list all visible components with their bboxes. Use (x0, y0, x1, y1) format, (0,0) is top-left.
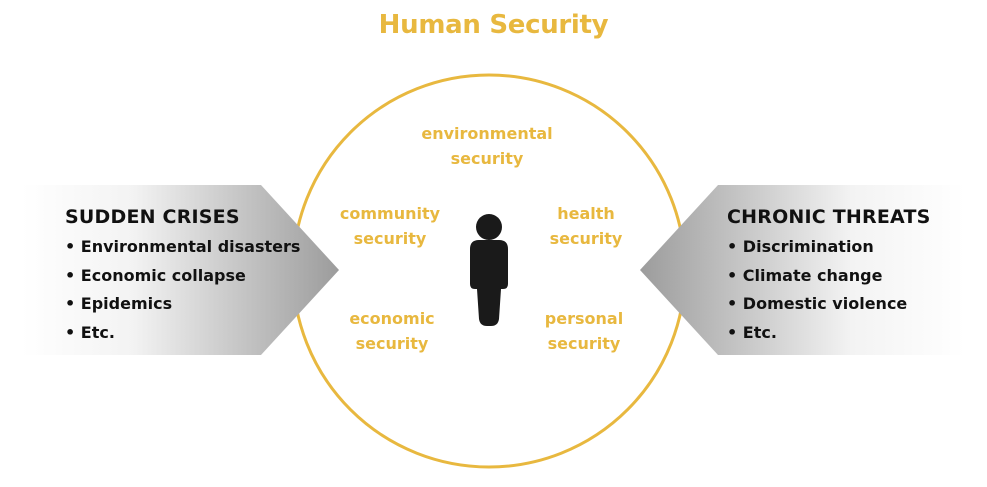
person-icon (470, 214, 508, 326)
community-security-label: community security (305, 201, 475, 251)
dimension-line-1: personal (544, 309, 624, 328)
dimension-line-1: environmental (421, 124, 553, 143)
list-item: Environmental disasters (65, 233, 301, 262)
sudden-crises-list: Environmental disasters Economic collaps… (65, 233, 301, 348)
list-item: Etc. (727, 319, 931, 348)
dimension-line-1: economic (349, 309, 435, 328)
list-item: Discrimination (727, 233, 931, 262)
sudden-crises-panel: SUDDEN CRISES Environmental disasters Ec… (65, 206, 300, 347)
list-item: Epidemics (65, 290, 300, 319)
dimension-line-2: security (355, 334, 429, 353)
dimension-line-2: security (450, 149, 524, 168)
chronic-threats-panel: CHRONIC THREATS Discrimination Climate c… (727, 206, 931, 347)
dimension-line-2: security (547, 334, 621, 353)
dimension-line-2: security (353, 229, 427, 248)
list-item: Domestic violence (727, 290, 931, 319)
list-item: Climate change (727, 262, 931, 291)
personal-security-label: personal security (499, 306, 669, 356)
sudden-crises-heading: SUDDEN CRISES (65, 206, 240, 228)
chronic-threats-heading: CHRONIC THREATS (727, 206, 931, 228)
dimension-line-1: community (339, 204, 441, 223)
health-security-label: health security (501, 201, 671, 251)
diagram-title: Human Security (378, 10, 609, 40)
environmental-security-label: environmental security (402, 121, 572, 171)
dimension-line-1: health (557, 204, 615, 223)
list-item: Economic collapse (65, 262, 300, 291)
list-item: Etc. (65, 319, 300, 348)
dimension-line-2: security (549, 229, 623, 248)
economic-security-label: economic security (307, 306, 477, 356)
chronic-threats-list: Discrimination Climate change Domestic v… (727, 233, 931, 347)
